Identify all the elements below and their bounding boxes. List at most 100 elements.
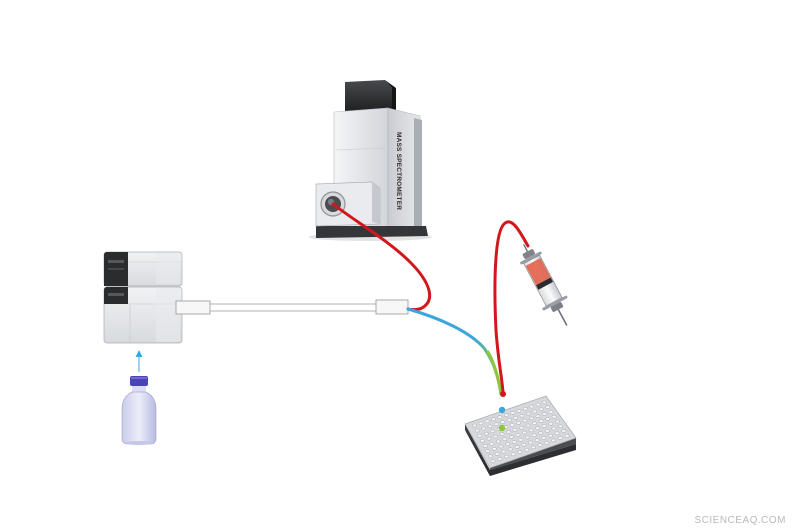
plate-well <box>478 421 484 426</box>
plate-well <box>519 413 525 418</box>
plate-well <box>551 426 557 431</box>
plate-well <box>509 435 514 439</box>
plate-well <box>474 428 480 433</box>
plate-well <box>542 412 547 416</box>
plate-well <box>534 438 540 442</box>
plate-well <box>561 429 567 433</box>
plate-well <box>517 450 523 454</box>
plate-well <box>490 429 496 434</box>
plate-well <box>522 430 527 435</box>
plate-well <box>535 426 540 430</box>
plate-well <box>499 432 505 437</box>
plate-well <box>481 426 486 431</box>
green-droplet <box>498 424 506 432</box>
plate-well <box>514 445 520 449</box>
plate-well <box>497 415 503 419</box>
plate-well <box>525 435 530 440</box>
plate-well <box>485 449 491 453</box>
plate-well <box>518 438 524 442</box>
plate-well <box>545 405 551 409</box>
plate-well <box>548 410 554 414</box>
plate-well <box>541 424 547 428</box>
blue-droplet <box>498 406 506 414</box>
plate-well <box>515 433 521 437</box>
plate-well <box>508 447 513 452</box>
plate-well <box>516 421 521 425</box>
plate-well <box>522 418 528 423</box>
plate-well <box>490 459 496 464</box>
plate-well <box>500 420 506 424</box>
plate-well <box>529 404 535 409</box>
plate-well <box>498 444 504 449</box>
plate-well <box>529 416 534 421</box>
plate-well <box>519 425 524 430</box>
plate-well <box>516 409 522 413</box>
plate-well <box>544 429 550 433</box>
tubing-red-syringe <box>493 220 530 394</box>
plate-well <box>506 418 512 422</box>
plate-well <box>509 423 515 427</box>
plate-well <box>492 447 497 451</box>
lc-column <box>175 299 409 315</box>
syringe <box>520 243 568 326</box>
plate-well <box>511 440 517 444</box>
plate-well <box>494 452 500 456</box>
tubing-red-ms <box>331 202 432 312</box>
plate-well <box>510 411 515 415</box>
plate-well <box>503 413 509 417</box>
lc-pump-stack <box>103 251 183 344</box>
plate-well <box>532 409 538 414</box>
lower-pump-module <box>103 286 183 344</box>
plate-well <box>538 431 544 435</box>
plate-well <box>512 428 518 432</box>
plate-well <box>493 434 498 439</box>
plate-well <box>531 445 536 450</box>
plate-well <box>551 438 556 443</box>
plate-well <box>538 419 544 423</box>
mass-spectrometer: MASS SPECTROMETER <box>308 80 432 241</box>
plate-well <box>548 433 553 438</box>
plate-well <box>502 437 508 442</box>
plate-well <box>525 423 531 428</box>
tubing-green-tip <box>486 350 503 396</box>
plate-well <box>535 414 541 419</box>
plate-well <box>480 439 485 443</box>
plate-well <box>523 406 528 411</box>
plate-well <box>532 421 537 426</box>
plate-well <box>510 452 516 457</box>
plate-well <box>497 457 503 461</box>
plate-well <box>531 433 537 438</box>
mass-spectrometer-label: MASS SPECTROMETER <box>395 132 402 210</box>
plate-well <box>486 436 492 441</box>
plate-well <box>535 402 541 407</box>
plate-well <box>495 439 501 444</box>
plate-well <box>537 443 543 447</box>
plate-well <box>551 414 557 419</box>
plate-well <box>526 411 531 416</box>
solvent-bottle <box>121 350 157 445</box>
well-plate <box>464 395 577 476</box>
plate-well <box>491 417 496 421</box>
plate-well <box>554 419 560 424</box>
plate-well <box>487 424 493 429</box>
plate-well <box>506 430 511 434</box>
plate-well <box>544 440 550 445</box>
plate-well <box>558 424 563 429</box>
plate-well <box>501 449 507 454</box>
plate-well <box>472 423 477 428</box>
plate-well <box>538 407 544 412</box>
plate-well <box>488 454 493 458</box>
plate-well <box>564 434 570 438</box>
plate-well <box>545 417 550 421</box>
plate-wells <box>472 400 570 464</box>
plate-well <box>554 431 560 436</box>
plate-well <box>505 442 510 447</box>
plate-well <box>494 422 499 426</box>
plate-well <box>557 436 563 440</box>
plate-well <box>484 419 490 424</box>
plate-well <box>528 428 534 433</box>
upper-pump-module <box>103 251 183 287</box>
plate-well <box>482 444 488 448</box>
plate-well <box>521 442 527 447</box>
